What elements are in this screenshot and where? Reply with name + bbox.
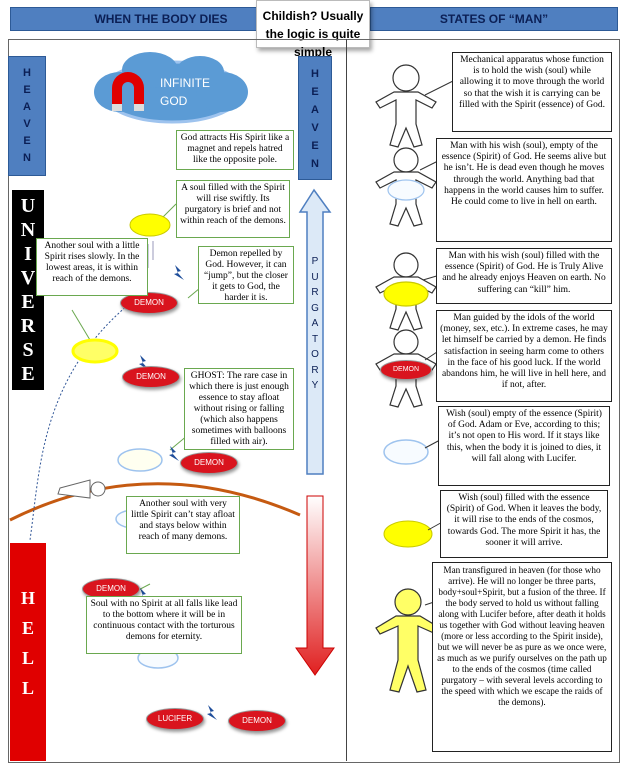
soul-filled-cloud	[383, 520, 433, 548]
ghost-cloud	[117, 448, 163, 472]
figure-soul-filled	[375, 252, 437, 331]
demon-1: DEMON	[120, 292, 178, 314]
left-box-god: God attracts His Spirit like a magnet an…	[176, 130, 294, 170]
ghost-path	[29, 304, 129, 541]
right-box-transfigured: Man transfigured in heaven (for those wh…	[432, 562, 612, 752]
callout-note: Childish? Usually the logic is quite sim…	[256, 0, 370, 59]
right-box-body: Mechanical apparatus whose function is t…	[452, 52, 612, 132]
earth-line	[9, 482, 301, 522]
spirit-cloud-1	[129, 213, 171, 237]
god-label: INFINITE GOD	[160, 76, 210, 108]
left-box-slow-soul: Another soul with a little Spirit rises …	[36, 238, 148, 296]
lucifer: LUCIFER	[146, 708, 204, 730]
right-box-wish-filled: Wish (soul) filled with the essence (Spi…	[440, 490, 608, 558]
right-box-soul-filled: Man with his wish (soul) filled with the…	[436, 248, 612, 304]
demon-on-man: DEMON	[380, 360, 432, 380]
diagram-frame	[8, 39, 620, 763]
demon-2: DEMON	[122, 366, 180, 388]
magnet-icon	[112, 72, 144, 111]
purgatory-arrow	[298, 188, 332, 475]
left-box-demon-repelled: Demon repelled by God. However, it can “…	[198, 246, 294, 304]
right-header: STATES OF “MAN”	[370, 7, 618, 31]
figure-body-empty	[375, 64, 437, 148]
figure-transfigured	[375, 588, 441, 693]
soul-empty-cloud	[383, 439, 429, 465]
column-divider	[346, 39, 347, 761]
left-box-fast-soul: A soul filled with the Spirit will rise …	[176, 180, 290, 238]
spirit-cloud-2	[71, 338, 119, 364]
demon-3: DEMON	[180, 452, 238, 474]
right-box-soul-empty: Man with his wish (soul), empty of the e…	[436, 138, 612, 242]
right-box-idols: Man guided by the idols of the world (mo…	[436, 310, 612, 402]
fallen-body	[57, 479, 106, 499]
lightning-icons	[139, 265, 217, 720]
left-box-low-soul: Another soul with very little Spirit can…	[126, 496, 240, 554]
demon-5: DEMON	[228, 710, 286, 732]
left-box-no-spirit: Soul with no Spirit at all falls like le…	[86, 596, 242, 654]
right-box-wish-empty: Wish (soul) empty of the essence (Spirit…	[438, 406, 610, 486]
figure-soul-empty	[375, 147, 437, 227]
left-box-ghost: GHOST: The rare case in which there is j…	[184, 368, 294, 450]
hell-arrow	[295, 495, 335, 676]
